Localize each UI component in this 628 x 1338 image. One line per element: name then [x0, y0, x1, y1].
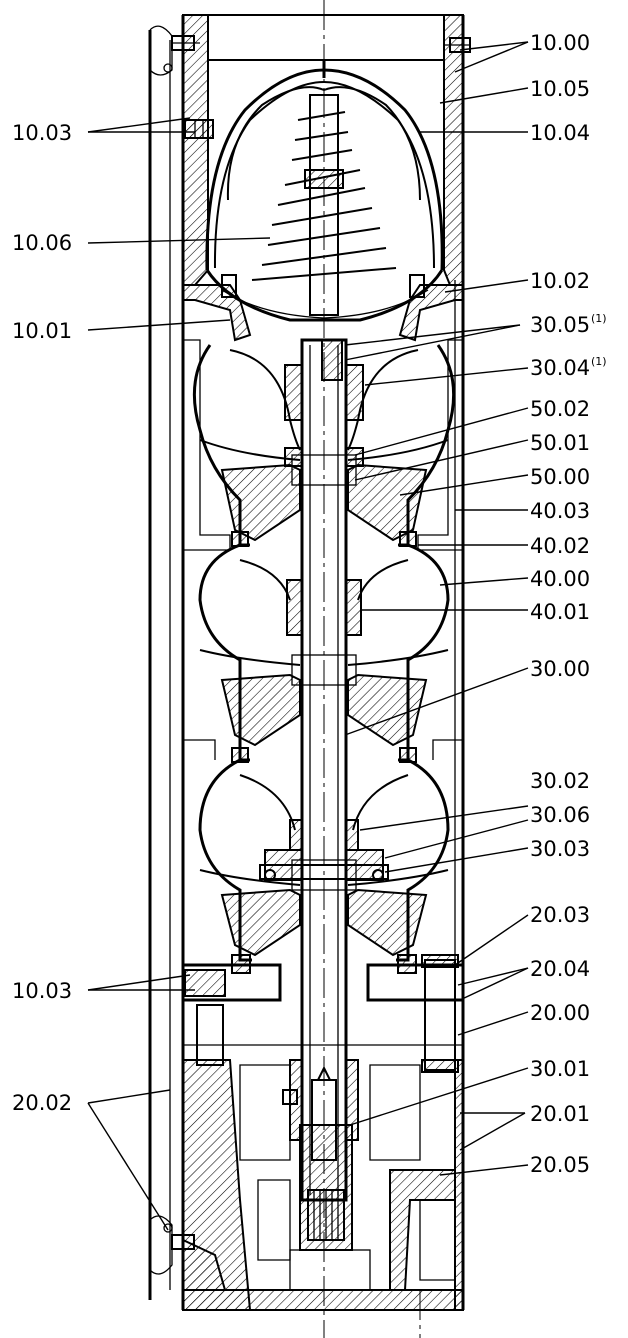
diaphragm-membrane	[226, 86, 421, 201]
label-40-00: 40.00	[530, 567, 590, 591]
bottom-clamp	[149, 1215, 227, 1291]
impeller-stage-3	[220, 888, 428, 957]
label-30-04-superscript: (1)	[591, 355, 607, 368]
seal-bolt-right	[409, 274, 425, 298]
label-40-01: 40.01	[530, 600, 590, 624]
seal-plate-right	[398, 284, 464, 342]
thrust-ball-left	[264, 869, 276, 881]
thrust-ball-right	[372, 869, 384, 881]
label-20-00: 20.00	[530, 1001, 590, 1025]
stud-left	[196, 1004, 224, 1066]
motor-adaptor-right	[389, 1169, 456, 1291]
label-30-04: 30.04	[530, 356, 590, 380]
label-20-03: 20.03	[530, 903, 590, 927]
bush-mid-right	[345, 579, 362, 636]
coupling-spline-teeth	[313, 1190, 339, 1240]
bush-50-02-right	[345, 447, 364, 467]
coupling-set-screw	[282, 1089, 298, 1105]
label-10-01: 10.01	[12, 319, 72, 343]
label-30-05: 30.05	[530, 313, 590, 337]
coupling-sleeve-right	[345, 1059, 359, 1141]
motor-frame-left-2	[257, 1179, 291, 1261]
bush-mid-left	[286, 579, 303, 636]
label-10-05: 10.05	[530, 77, 590, 101]
diaphragm-vessel-inner	[213, 80, 435, 269]
top-housing-right-hatch	[443, 14, 464, 286]
label-40-03: 40.03	[530, 499, 590, 523]
label-10-04: 10.04	[530, 121, 590, 145]
bowl-outer-right-2	[432, 739, 463, 760]
bottom-flange-left	[183, 963, 282, 1002]
impeller-hub-2	[291, 654, 357, 686]
diffuser-stage-2	[198, 543, 450, 762]
bush-50-02-left	[284, 447, 303, 467]
bowl-outer-left-2	[183, 739, 216, 760]
coupling-key	[317, 1065, 331, 1081]
label-30-03: 30.03	[530, 837, 590, 861]
label-30-01: 30.01	[530, 1057, 590, 1081]
seal-bolt-left	[221, 274, 237, 298]
shaft-sleeve-30-02-left	[289, 819, 303, 851]
leader-lines	[87, 41, 529, 1231]
bottom-flange-right	[366, 963, 463, 1002]
label-30-00: 30.00	[530, 657, 590, 681]
top-housing-left-hatch	[182, 14, 209, 286]
label-50-02: 50.02	[530, 397, 590, 421]
label-40-02: 40.02	[530, 534, 590, 558]
impeller-stage-1	[220, 463, 428, 542]
label-10-00: 10.00	[530, 31, 590, 55]
top-left-bolt	[149, 25, 200, 76]
label-50-00: 50.00	[530, 465, 590, 489]
coupling-base	[289, 1249, 371, 1291]
bottom-bolt-right	[424, 959, 456, 1071]
label-10-02: 10.02	[530, 269, 590, 293]
lower-housing-right	[454, 1059, 464, 1311]
bowl-outer-right	[417, 339, 463, 551]
bottom-bolt-left	[184, 969, 226, 997]
label-30-05-superscript: (1)	[591, 312, 607, 325]
impeller-hub-1	[291, 454, 357, 486]
diaphragm-shaft	[309, 94, 339, 316]
top-housing-cap	[208, 14, 444, 61]
bush-upper-left	[284, 364, 303, 421]
motor-frame-right-2	[419, 1199, 456, 1281]
motor-frame-right	[369, 1064, 421, 1161]
shaft-sleeve-30-02-right	[345, 819, 359, 851]
bottom-bolt-right-nut	[421, 1059, 459, 1073]
seal-plate-left	[182, 284, 252, 342]
bush-upper-right	[345, 364, 364, 421]
side-pin-10-03-top	[184, 119, 214, 139]
label-10-03-bottom: 10.03	[12, 979, 72, 1003]
bowl-outer-left	[183, 339, 231, 551]
label-20-04: 20.04	[530, 957, 590, 981]
label-20-02: 20.02	[12, 1091, 72, 1115]
label-10-06: 10.06	[12, 231, 72, 255]
coupling-bore	[311, 1079, 337, 1161]
wear-ring-left-2	[231, 747, 249, 763]
label-20-05: 20.05	[530, 1153, 590, 1177]
shaft-coupling-top	[321, 339, 343, 381]
lower-housing-base	[182, 1289, 464, 1311]
label-20-01: 20.01	[530, 1102, 590, 1126]
label-10-03-top: 10.03	[12, 121, 72, 145]
label-30-02: 30.02	[530, 769, 590, 793]
label-50-01: 50.01	[530, 431, 590, 455]
bottom-bolt-right-head	[421, 954, 459, 968]
label-30-06: 30.06	[530, 803, 590, 827]
diaphragm-bottom-inner	[221, 289, 429, 319]
wear-ring-right-2	[399, 747, 417, 763]
spring-coil	[251, 111, 397, 281]
diaphragm-shaft-nut	[304, 169, 344, 189]
motor-frame-left	[239, 1064, 291, 1161]
top-right-bolt	[444, 37, 471, 53]
